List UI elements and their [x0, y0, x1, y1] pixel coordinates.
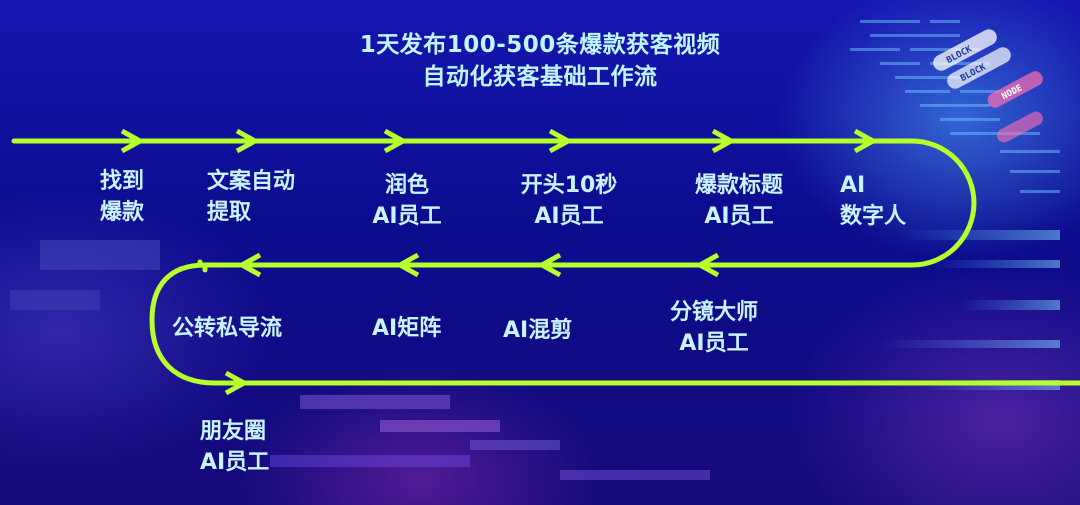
step-label-line1: 公转私导流: [172, 316, 283, 341]
diagram-title-line1: 1天发布100-500条爆款获客视频: [359, 32, 721, 58]
step-label-line1: 爆款标题: [694, 173, 783, 198]
step-label-line1: 朋友圈: [200, 419, 267, 444]
step-viral-title: 爆款标题 AI员工: [680, 170, 798, 232]
step-copy-extract: 文案自动 提取: [207, 166, 295, 228]
step-label-line2: AI员工: [534, 204, 604, 229]
step-opening-10s: 开头10秒 AI员工: [510, 170, 628, 232]
step-label-line1: AI: [840, 173, 866, 198]
arrow-right-3: [383, 128, 409, 154]
arrow-right-2: [235, 128, 261, 154]
arrow-right-5: [711, 128, 737, 154]
step-label-line1: 找到: [100, 169, 145, 194]
arrow-left-1: [694, 252, 720, 278]
arrow-right-6: [853, 128, 879, 154]
arrow-right-7: [224, 370, 250, 396]
flow-line-top: [11, 138, 977, 268]
step-label-line2: AI员工: [679, 331, 749, 356]
step-label-line1: AI矩阵: [372, 316, 442, 341]
step-label-line2: AI员工: [704, 204, 774, 229]
diagram-title-line2: 自动化获客基础工作流: [422, 64, 658, 90]
step-label-line1: 文案自动: [207, 169, 296, 194]
step-digital-human: AI 数字人: [840, 170, 906, 232]
step-label-line2: AI员工: [372, 204, 442, 229]
step-label-line1: 润色: [384, 173, 429, 198]
step-label-line1: AI混剪: [503, 318, 573, 343]
arrow-left-4: [236, 252, 262, 278]
step-find-viral: 找到 爆款: [100, 166, 144, 228]
arrow-left-3: [394, 252, 420, 278]
step-moments: 朋友圈 AI员工: [200, 416, 269, 478]
step-label-line2: 提取: [207, 200, 252, 225]
step-ai-mix-edit: AI混剪: [503, 315, 572, 346]
step-label-line2: 爆款: [100, 200, 145, 225]
step-private-traffic: 公转私导流: [172, 313, 282, 344]
arrow-right-4: [548, 128, 574, 154]
step-label-line2: AI员工: [200, 450, 270, 475]
step-polish: 润色 AI员工: [362, 170, 452, 232]
step-ai-matrix: AI矩阵: [372, 313, 441, 344]
step-storyboard: 分镜大师 AI员工: [655, 297, 773, 359]
step-label-line2: 数字人: [840, 204, 907, 229]
arrow-right-1: [120, 128, 146, 154]
step-label-line1: 开头10秒: [520, 173, 618, 198]
step-label-line1: 分镜大师: [669, 300, 758, 325]
arrow-left-2: [536, 252, 562, 278]
flow-line-bottom: [149, 262, 1080, 386]
